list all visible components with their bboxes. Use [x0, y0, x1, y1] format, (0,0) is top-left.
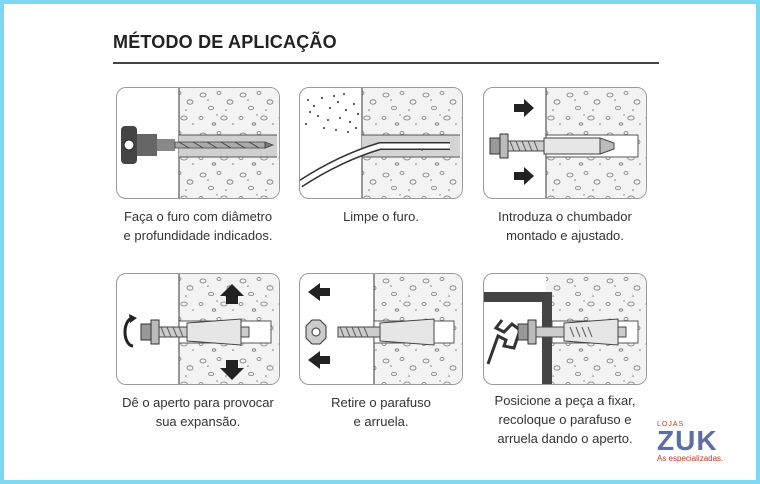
brand-name: ZUK: [657, 425, 718, 456]
brand-lojas: LOJAS: [657, 421, 685, 428]
drill-illustration: [116, 87, 280, 199]
brand-tagline: As especializadas.: [657, 454, 724, 463]
insert-illustration: [483, 87, 647, 199]
caption-line: Retire o parafuso: [331, 395, 431, 410]
caption-line: Faça o furo com diâmetro: [123, 209, 273, 224]
brand-logo: LOJAS ZUK As especializadas.: [657, 421, 749, 463]
caption-line: sua expansão.: [155, 414, 241, 429]
title-divider: [113, 62, 659, 64]
caption-line: recoloque o parafuso e: [498, 412, 632, 427]
caption-line: Limpe o furo.: [343, 209, 419, 224]
page-title: MÉTODO DE APLICAÇÃO: [113, 32, 337, 52]
caption-line: Introduza o chumbador: [498, 209, 632, 224]
caption-line: arruela dando o aperto.: [497, 431, 633, 446]
caption-line: e profundidade indicados.: [123, 228, 273, 243]
caption-line: montado e ajustado.: [506, 228, 624, 243]
clean-illustration: [299, 87, 463, 199]
caption-line: Posicione a peça a fixar,: [494, 393, 636, 408]
remove-illustration: [299, 273, 463, 385]
caption-line: e arruela.: [353, 414, 409, 429]
fix-illustration: [483, 273, 647, 385]
caption-line: Dê o aperto para provocar: [122, 395, 274, 410]
tighten-illustration: [116, 273, 280, 385]
